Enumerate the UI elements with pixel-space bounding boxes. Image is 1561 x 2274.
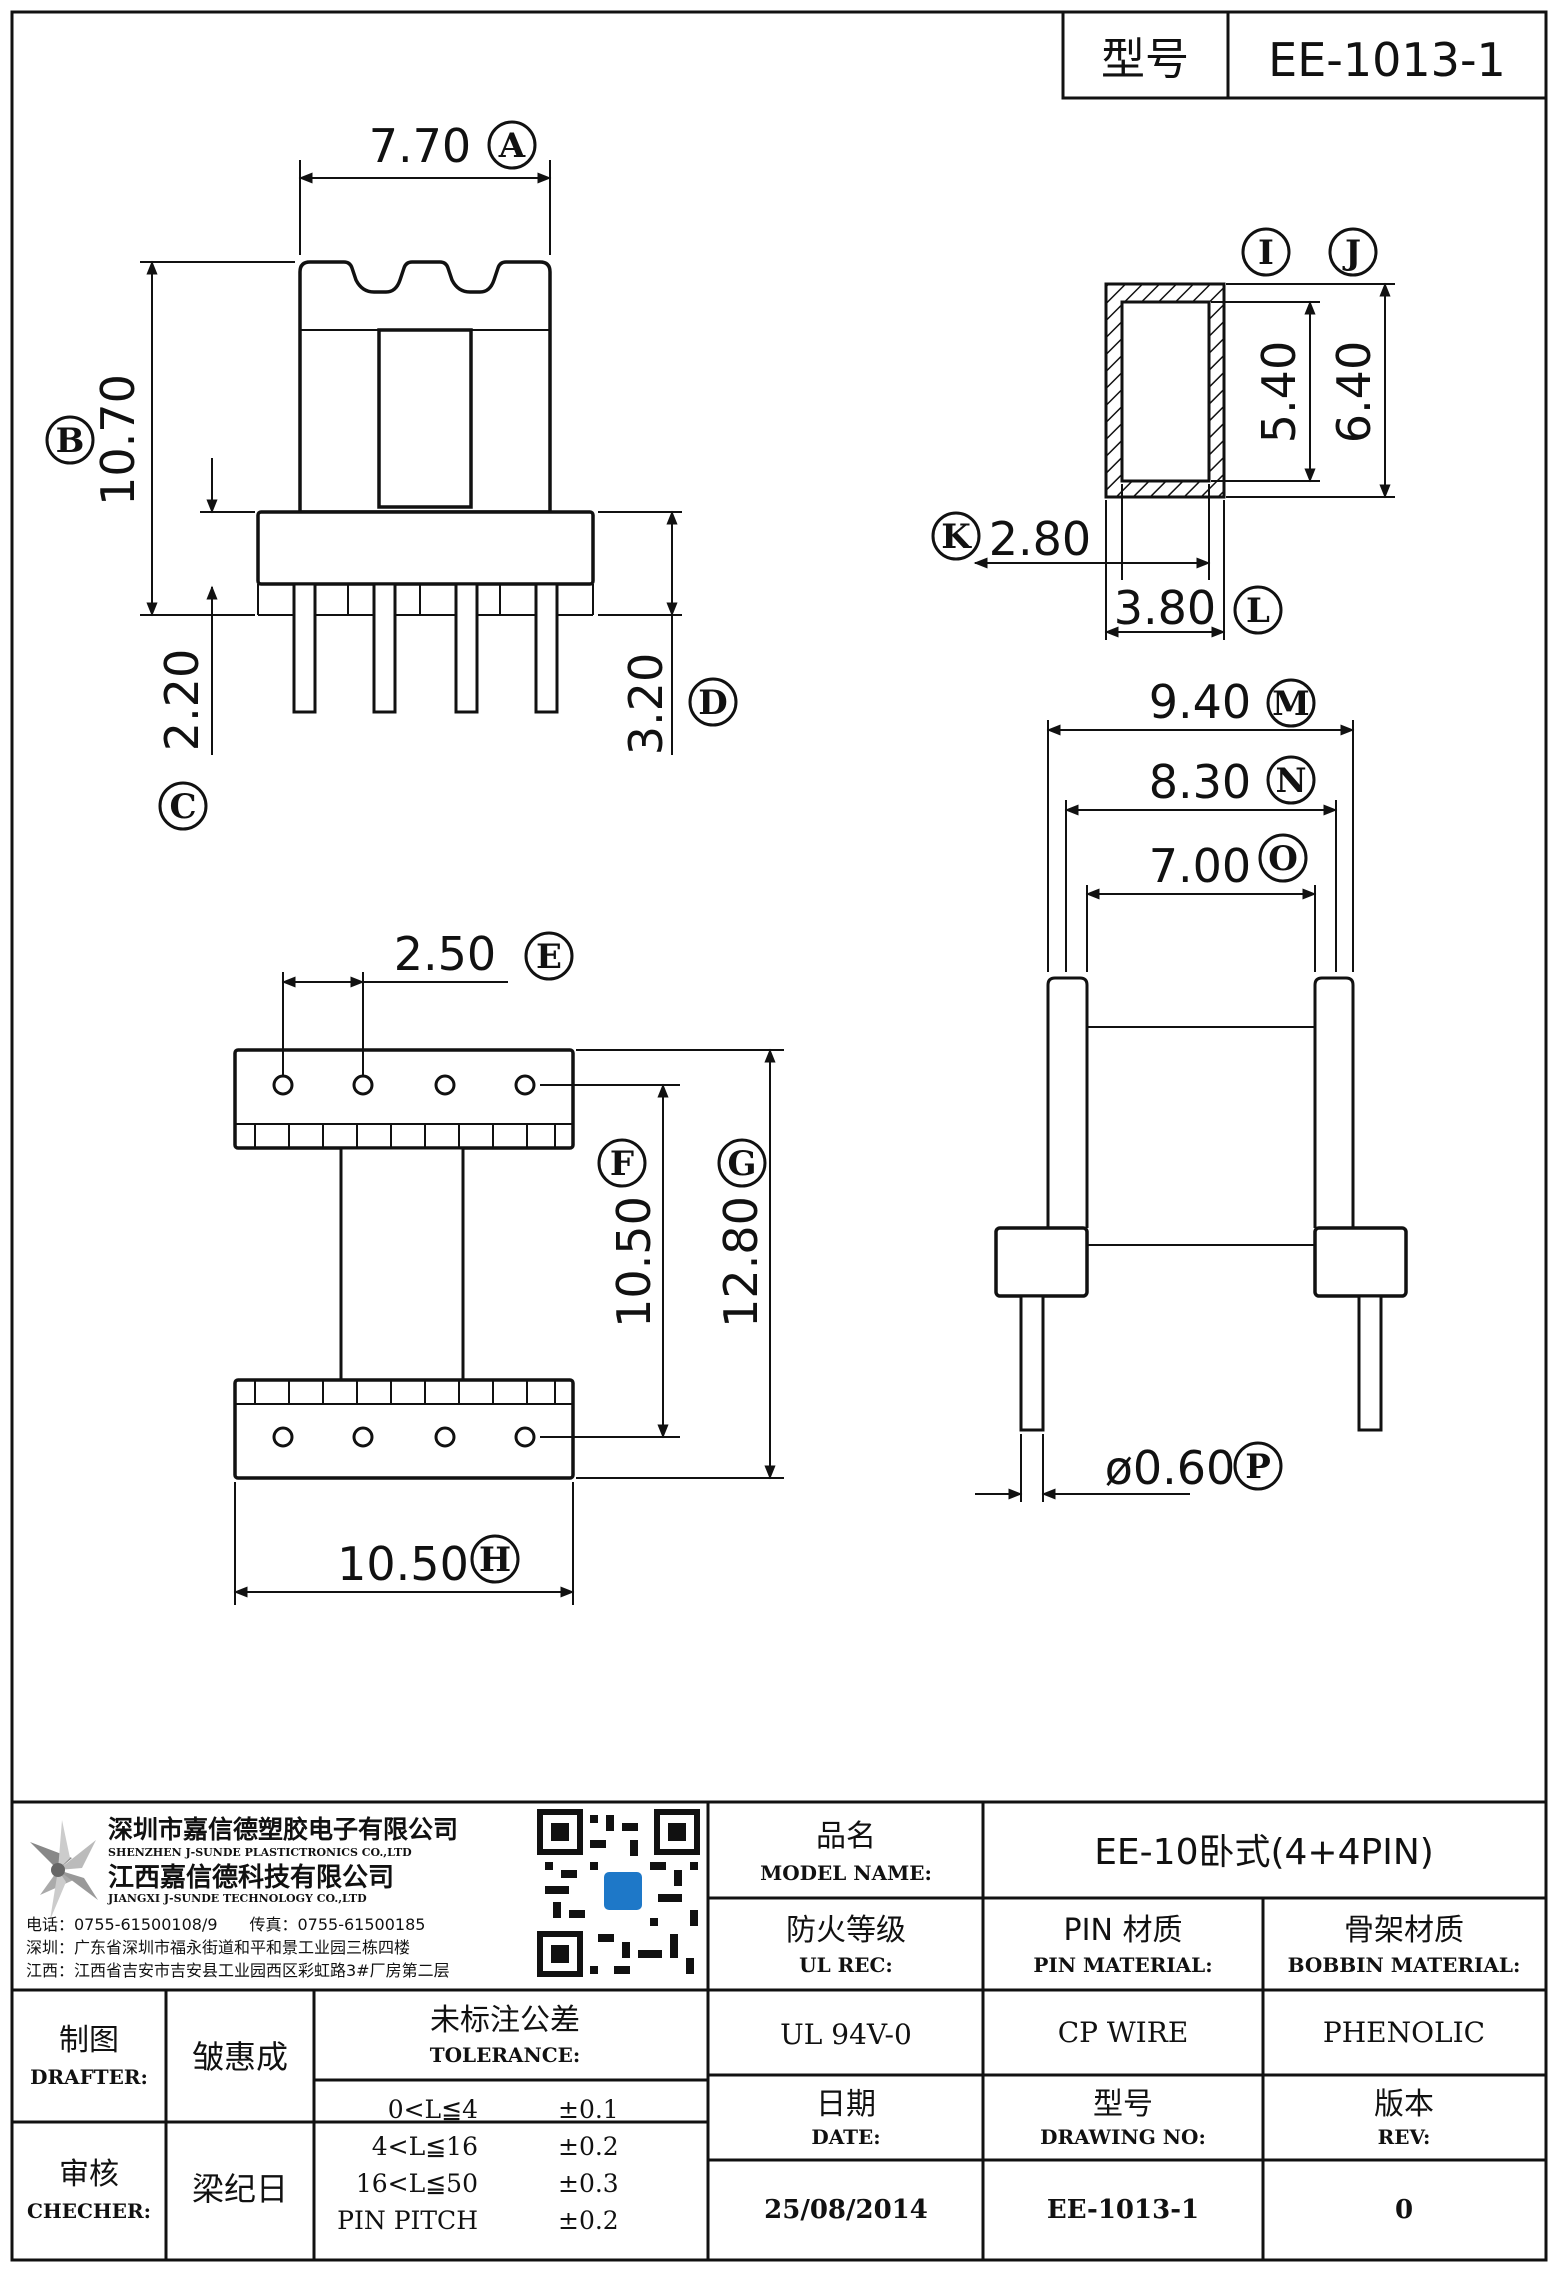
dim-j-value: 6.40 [1327,341,1381,443]
dim-c-value: 2.20 [155,649,209,751]
date-cn: 日期 [816,2087,876,2122]
model-name-en: MODEL NAME: [760,1861,932,1885]
dim-i-letter: I [1258,233,1274,273]
dim-e-value: 2.50 [394,927,496,981]
bottom-view: 2.50 E 10.50 F 12.80 G 10.50 H [233,927,784,1605]
drafter-value: 皱惠成 [192,2038,288,2076]
company-name-jx-en: JIANGXI J-SUNDE TECHNOLOGY CO.,LTD [107,1892,367,1905]
rev-cn: 版本 [1374,2087,1434,2122]
tolerance-cn: 未标注公差 [430,2003,580,2038]
dim-g-value: 12.80 [714,1196,768,1328]
model-name-cn: 品名 [816,1819,876,1854]
dim-a-letter: A [498,126,526,166]
dim-o-value: 7.00 [1149,839,1251,893]
checker-value: 梁纪日 [192,2170,288,2208]
dim-k-letter: K [941,517,972,557]
side-view: 9.40 M 8.30 N 7.00 O ø0.60 P [975,675,1408,1502]
checker-en: CHECHER: [27,2199,151,2223]
header-model-value: EE-1013-1 [1268,33,1506,87]
drafter-cn: 制图 [59,2023,119,2058]
dim-d-letter: D [698,683,727,723]
pin-material-value: CP WIRE [1058,2016,1189,2049]
dim-f-value: 10.50 [607,1196,661,1328]
dim-n-letter: N [1275,761,1306,801]
tolerance-range: 4<L≦16 [372,2132,478,2161]
drawing-no-cn: 型号 [1093,2087,1153,2122]
ul-cn: 防火等级 [786,1913,906,1948]
company-logo [30,1820,98,1920]
ul-en: UL REC: [799,1953,893,1977]
dim-p-value: ø0.60 [1105,1441,1236,1495]
drawing-no-value: EE-1013-1 [1047,2195,1199,2225]
company-address-sz: 深圳：广东省深圳市福永街道和平和景工业园三栋四楼 [26,1938,410,1957]
bobbin-material-value: PHENOLIC [1323,2016,1485,2049]
ul-value: UL 94V-0 [780,2018,912,2051]
company-address-jx: 江西：江西省吉安市吉安县工业园西区彩虹路3#厂房第二层 [26,1961,450,1980]
company-name-sz: 深圳市嘉信德塑胶电子有限公司 [108,1815,458,1844]
dim-l-letter: L [1246,591,1270,631]
tolerance-value: ±0.3 [558,2169,619,2198]
tolerance-range: PIN PITCH [337,2206,478,2235]
qr-code [535,1808,703,1980]
dim-b-value: 10.70 [91,374,145,506]
dim-k-value: 2.80 [989,512,1091,566]
dim-c-letter: C [169,787,196,827]
cross-section-view: 5.40 6.40 I J 2.80 K 3.80 L [931,227,1395,640]
dim-b-letter: B [56,421,85,461]
bobbin-material-cn: 骨架材质 [1344,1913,1464,1948]
checker-cn: 审核 [59,2157,119,2192]
tolerance-value: ±0.2 [558,2132,619,2161]
dim-h-letter: H [479,1540,511,1580]
tolerance-value: ±0.1 [558,2095,619,2124]
header-model-box: 型号 EE-1013-1 [1061,10,1548,100]
dim-i-value: 5.40 [1252,341,1306,443]
dim-p-letter: P [1245,1447,1271,1487]
model-name-value: EE-10卧式(4+4PIN) [1094,1832,1434,1873]
company-name-jx: 江西嘉信德科技有限公司 [108,1863,394,1893]
dim-o-letter: O [1268,839,1298,879]
title-block: 深圳市嘉信德塑胶电子有限公司 SHENZHEN J-SUNDE PLASTICT… [10,1800,1548,2262]
company-phone: 电话：0755-61500108/9 传真：0755-61500185 [26,1915,425,1934]
bobbin-material-en: BOBBIN MATERIAL: [1288,1953,1521,1977]
dim-d-value: 3.20 [619,653,673,755]
tolerance-range: 0<L≦4 [388,2095,478,2124]
rev-value: 0 [1395,2195,1413,2225]
dim-g-letter: G [727,1144,756,1184]
dim-m-value: 9.40 [1149,675,1251,729]
tolerance-en: TOLERANCE: [430,2043,581,2067]
tolerance-value: ±0.2 [558,2206,619,2235]
dim-m-letter: M [1272,684,1310,724]
front-view: 7.70 A 10.70 B 2.20 C 3.20 D [45,119,738,831]
drafter-en: DRAFTER: [30,2065,148,2089]
date-value: 25/08/2014 [764,2195,928,2225]
dim-f-letter: F [610,1144,634,1184]
date-en: DATE: [811,2125,880,2149]
header-model-label: 型号 [1101,34,1189,85]
dim-h-value: 10.50 [337,1537,469,1591]
dim-l-value: 3.80 [1114,581,1216,635]
dim-e-letter: E [536,937,562,977]
dim-a-value: 7.70 [369,119,471,173]
drawing-no-en: DRAWING NO: [1040,2125,1206,2149]
pin-material-en: PIN MATERIAL: [1033,1953,1212,1977]
dim-n-value: 8.30 [1149,755,1251,809]
tolerance-range: 16<L≦50 [356,2169,478,2198]
company-name-sz-en: SHENZHEN J-SUNDE PLASTICTRONICS CO.,LTD [108,1846,412,1859]
pin-material-cn: PIN 材质 [1064,1913,1183,1948]
rev-en: REV: [1378,2125,1431,2149]
dim-j-letter: J [1342,233,1361,273]
